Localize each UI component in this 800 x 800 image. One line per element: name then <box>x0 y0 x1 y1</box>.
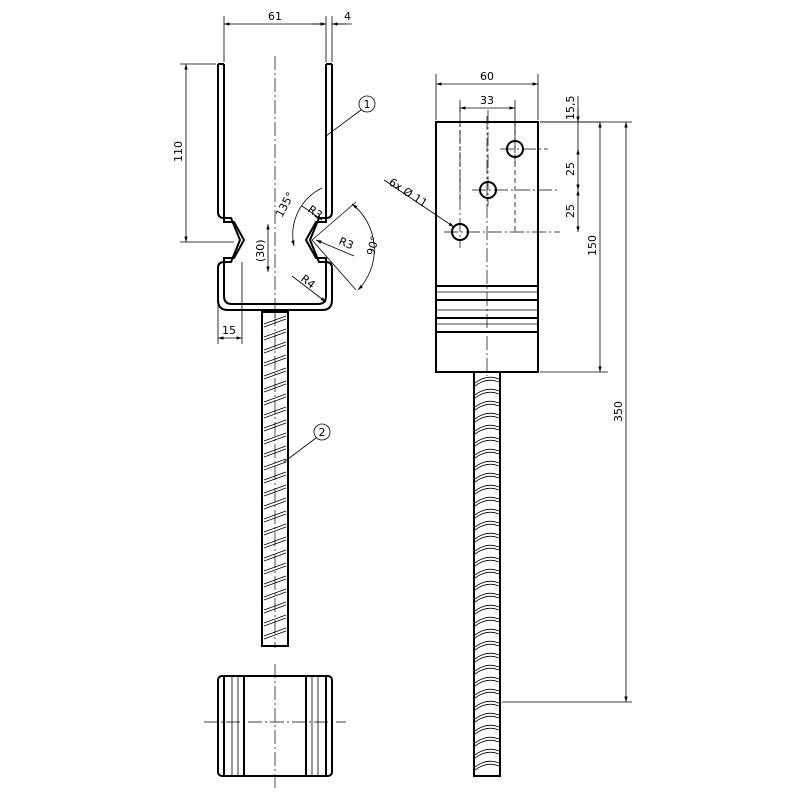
dim-350: 350 <box>612 401 625 422</box>
dim-150: 150 <box>586 235 599 256</box>
dim-25-b: 25 <box>564 204 577 218</box>
balloon-1 <box>358 95 376 113</box>
rebar-front <box>261 311 289 648</box>
ext-90-b <box>311 239 357 291</box>
dim-15-5: 15,5 <box>564 96 577 121</box>
bottom-view <box>204 664 346 788</box>
dim-25-a: 25 <box>564 162 577 176</box>
balloon-2-label: 2 <box>319 426 326 439</box>
leader-r3-b <box>315 239 355 257</box>
dim-30: (30) <box>254 239 267 262</box>
dim-15: 15 <box>222 324 236 337</box>
arc-135 <box>291 187 323 247</box>
leader-1 <box>325 109 362 137</box>
side-view: 60 33 15,5 25 25 6x Ø 11 150 350 <box>383 70 632 777</box>
radius-r3-b: R3 <box>337 235 355 253</box>
leader-r3-a <box>301 205 323 221</box>
rebar-side-body <box>473 371 501 777</box>
balloon-1-label: 1 <box>364 98 371 111</box>
radius-r3-a: R3 <box>305 203 324 222</box>
dim-61: 61 <box>268 10 282 23</box>
angle-90: 90° <box>364 235 382 257</box>
angle-135: 135° <box>273 190 297 220</box>
rebar-side <box>473 371 501 777</box>
ext-90-a <box>311 201 357 241</box>
rebar-side-ribs <box>474 376 500 771</box>
radius-r4: R4 <box>298 272 318 291</box>
arc-90 <box>351 203 375 291</box>
dim-33: 33 <box>480 94 494 107</box>
dim-4: 4 <box>344 10 351 23</box>
side-plate <box>435 121 539 373</box>
leader-r4 <box>291 275 327 303</box>
leader-holes <box>383 179 455 228</box>
leader-2 <box>283 437 317 463</box>
holes-note: 6x Ø 11 <box>386 176 429 210</box>
balloon-2 <box>313 423 331 441</box>
front-view: 1 2 61 4 110 (30) 15 135° R3 <box>172 10 382 648</box>
dim-60: 60 <box>480 70 494 83</box>
dim-110: 110 <box>172 141 185 162</box>
